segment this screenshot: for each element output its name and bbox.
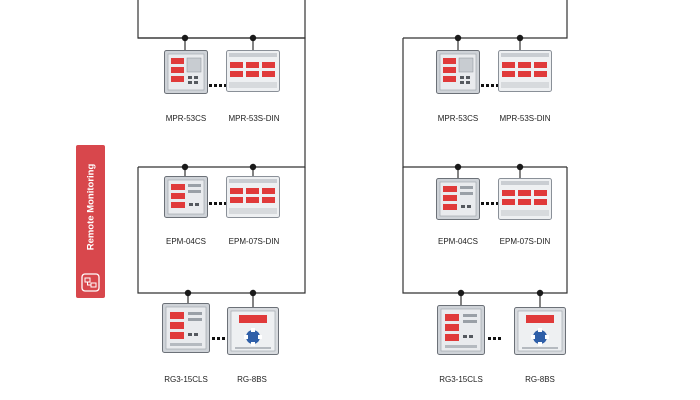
rg-8bs-keypad-meter <box>227 307 279 355</box>
junction-dot <box>516 163 524 171</box>
device-label-rg-8bs: RG-8BS <box>525 375 555 384</box>
dotted-link <box>209 84 227 87</box>
bus-wire-left-row1 <box>138 37 306 168</box>
junction-dot <box>516 34 524 42</box>
mpr-53cs-panel-meter <box>436 50 480 94</box>
dotted-link <box>481 202 499 205</box>
mpr-53s-din-meter <box>498 50 552 92</box>
network-devices-icon <box>81 273 100 292</box>
dotted-link <box>488 337 501 340</box>
device-label-epm-07s-din: EPM-07S-DIN <box>499 237 551 246</box>
bus-wire-right-row2 <box>402 167 568 294</box>
junction-dot <box>181 34 189 42</box>
junction-dot <box>249 163 257 171</box>
bus-wire-right-top <box>403 0 568 39</box>
remote-monitoring-tab[interactable]: Remote Monitoring <box>76 145 105 298</box>
mpr-53cs-panel-meter <box>164 50 208 94</box>
bus-wire-left-top <box>137 0 306 39</box>
junction-dot <box>457 289 465 297</box>
rg3-15cls-panel-meter <box>437 305 485 355</box>
junction-dot <box>536 289 544 297</box>
device-label-rg-8bs: RG-8BS <box>237 375 267 384</box>
epm-07s-din-meter <box>498 178 552 220</box>
device-label-mpr-53s-din: MPR-53S-DIN <box>499 114 551 123</box>
bus-wire-left-row2 <box>137 167 306 294</box>
rg3-15cls-panel-meter <box>162 303 210 353</box>
dotted-link <box>209 202 227 205</box>
epm-07s-din-meter <box>226 176 280 218</box>
device-label-mpr-53s-din: MPR-53S-DIN <box>228 114 280 123</box>
rg-8bs-keypad-meter <box>514 307 566 355</box>
dotted-link <box>212 337 225 340</box>
remote-monitoring-label: Remote Monitoring <box>85 163 96 251</box>
device-label-mpr-53cs: MPR-53CS <box>165 114 207 123</box>
junction-dot <box>249 34 257 42</box>
device-label-mpr-53cs: MPR-53CS <box>437 114 479 123</box>
device-label-rg3-15cls: RG3-15CLS <box>439 375 483 384</box>
device-label-epm-04cs: EPM-04CS <box>437 237 478 246</box>
epm-04cs-panel-meter <box>436 178 480 220</box>
epm-04cs-panel-meter <box>164 176 208 218</box>
device-label-rg3-15cls: RG3-15CLS <box>164 375 208 384</box>
junction-dot <box>184 289 192 297</box>
junction-dot <box>454 34 462 42</box>
dotted-link <box>481 84 499 87</box>
junction-dot <box>181 163 189 171</box>
junction-dot <box>454 163 462 171</box>
mpr-53s-din-meter <box>226 50 280 92</box>
junction-dot <box>249 289 257 297</box>
device-label-epm-07s-din: EPM-07S-DIN <box>228 237 280 246</box>
device-label-epm-04cs: EPM-04CS <box>165 237 206 246</box>
